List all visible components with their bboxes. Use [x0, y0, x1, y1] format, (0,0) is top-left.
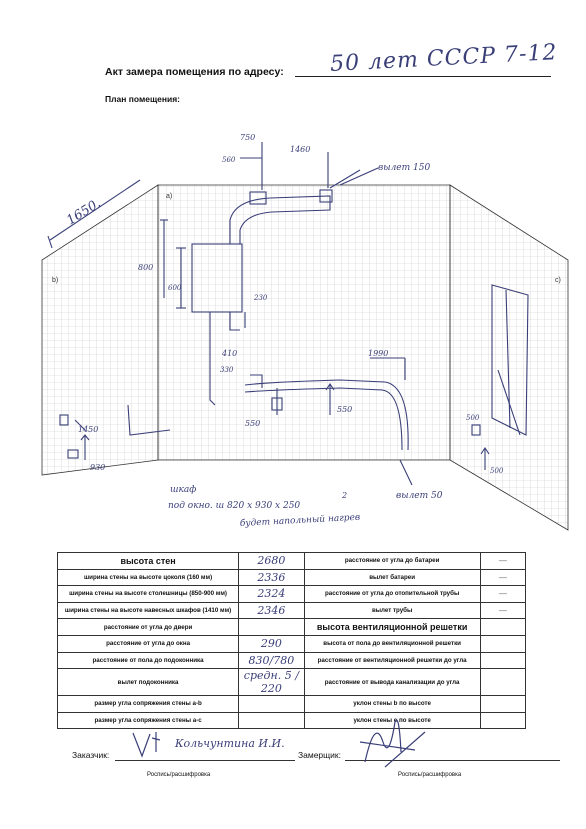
- row-label-left: размер угла сопряжения стены a-b: [56, 695, 240, 713]
- measurer-label: Замерщик:: [298, 750, 341, 760]
- note-small: 2: [341, 491, 347, 500]
- row-value-left[interactable]: средн. 5 / 220: [238, 668, 305, 697]
- row-label-right: высота от пола до вентиляционной решетки: [303, 634, 481, 653]
- row-label-left: ширина стены на высоте цоколя (160 мм): [56, 568, 240, 587]
- customer-signature: Кольчунтина И.И.: [175, 737, 285, 750]
- table-row: ширина стены на высоте цоколя (160 мм)23…: [56, 568, 527, 587]
- dim-outlet-150: вылет 150: [378, 163, 430, 173]
- row-label-left: вылет подоконника: [56, 668, 240, 697]
- table-row: ширина стены на высоте столешницы (850-9…: [56, 585, 527, 603]
- row-value-right[interactable]: —: [479, 568, 527, 587]
- row-value-left[interactable]: 2336: [238, 568, 305, 587]
- customer-signature-line[interactable]: [115, 760, 295, 761]
- table-row: расстояние от угла до двери высота вентил…: [56, 618, 527, 636]
- customer-label: Заказчик:: [72, 750, 110, 760]
- row-value-right[interactable]: [479, 695, 527, 713]
- row-label-right: вылет трубы: [303, 601, 481, 620]
- row-label-left: расстояние от пола до подоконника: [56, 651, 240, 670]
- row-label-left: размер угла сопряжения стены a-c: [56, 711, 240, 730]
- dim-930: 930: [90, 463, 105, 472]
- row-value-left[interactable]: 830/780: [238, 651, 305, 670]
- row-value-right[interactable]: [479, 634, 527, 653]
- measurer-sub-label: Роспись/расшифровка: [398, 772, 462, 778]
- wall-c: [449, 184, 569, 531]
- measurer-signature-line[interactable]: [345, 760, 560, 761]
- dim-outlet-50: вылет 50: [396, 491, 443, 501]
- row-value-right[interactable]: [479, 668, 527, 697]
- wall-b-label: b): [52, 277, 58, 284]
- dim-1450: 1450: [78, 425, 98, 434]
- dim-550-right: 550: [337, 405, 352, 414]
- document-title: Акт замера помещения по адресу:: [105, 66, 284, 78]
- row-value-left[interactable]: [238, 711, 305, 730]
- dim-600: 600: [168, 284, 182, 292]
- dim-500-bottom: 500: [490, 467, 504, 475]
- dim-800: 800: [138, 263, 153, 272]
- plan-label: План помещения:: [105, 94, 181, 104]
- table-row: ширина стены на высоте навесных шкафов (…: [56, 601, 527, 620]
- row-label-right: расстояние от угла до отопительной трубы: [303, 585, 481, 603]
- wall-b: [41, 184, 159, 476]
- room-plan: а) b) с): [41, 133, 569, 531]
- dim-550-left: 550: [245, 419, 260, 428]
- row-label-left: расстояние от угла до двери: [56, 618, 240, 636]
- row-value-right[interactable]: —: [479, 585, 527, 603]
- dim-1460: 1460: [290, 145, 310, 154]
- row-label-left: высота стен: [56, 552, 240, 570]
- address-line: [295, 76, 551, 77]
- row-label-right: расстояние от вывода канализации до угла: [303, 668, 481, 697]
- row-value-left[interactable]: 2324: [238, 585, 305, 603]
- row-label-left: ширина стены на высоте столешницы (850-9…: [56, 585, 240, 603]
- row-label-right: уклон стены b по высоте: [303, 695, 481, 713]
- table-row: размер угла сопряжения стены a-b уклон ст…: [56, 695, 527, 713]
- note-line-1: шкаф: [170, 485, 196, 495]
- row-value-right[interactable]: —: [479, 552, 527, 570]
- row-value-right[interactable]: [479, 651, 527, 670]
- row-value-left[interactable]: 2680: [238, 552, 305, 570]
- dim-410: 410: [221, 349, 237, 358]
- note-line-3: будет напольный нагрев: [240, 512, 361, 529]
- boiler-outline: [191, 243, 243, 313]
- row-label-right: расстояние от угла до батареи: [303, 552, 481, 570]
- row-value-right[interactable]: [479, 618, 527, 636]
- row-value-left[interactable]: [238, 695, 305, 713]
- row-value-right[interactable]: [479, 711, 527, 730]
- dim-750: 750: [240, 133, 255, 142]
- address-value: 50 лет СССР 7-12: [329, 40, 559, 77]
- dim-330: 330: [220, 366, 234, 374]
- dim-500-top: 500: [466, 414, 480, 422]
- wall-a-label: а): [166, 193, 172, 200]
- row-label-left: расстояние от угла до окна: [56, 634, 240, 653]
- row-label-left: ширина стены на высоте навесных шкафов (…: [56, 601, 240, 620]
- row-label-right: высота вентиляционной решетки: [303, 618, 481, 636]
- note-line-2: под окно. ш 820 х 930 х 250: [168, 501, 300, 511]
- wall-a: [157, 184, 451, 461]
- row-label-right: вылет батареи: [303, 568, 481, 587]
- dim-230: 230: [253, 294, 268, 302]
- dim-1990: 1990: [368, 349, 388, 358]
- row-label-right: расстояние от вентиляционной решетки до …: [303, 651, 481, 670]
- customer-sub-label: Роспись/расшифровка: [147, 772, 211, 778]
- row-value-left[interactable]: 290: [238, 634, 305, 653]
- row-value-right[interactable]: —: [479, 601, 527, 620]
- wall-c-label: с): [555, 277, 561, 284]
- row-value-left[interactable]: [238, 618, 305, 636]
- row-value-left[interactable]: 2346: [238, 601, 305, 620]
- customer-signature-mark: [132, 732, 161, 758]
- dim-560: 560: [222, 156, 236, 164]
- measurer-signature-mark: [359, 719, 426, 768]
